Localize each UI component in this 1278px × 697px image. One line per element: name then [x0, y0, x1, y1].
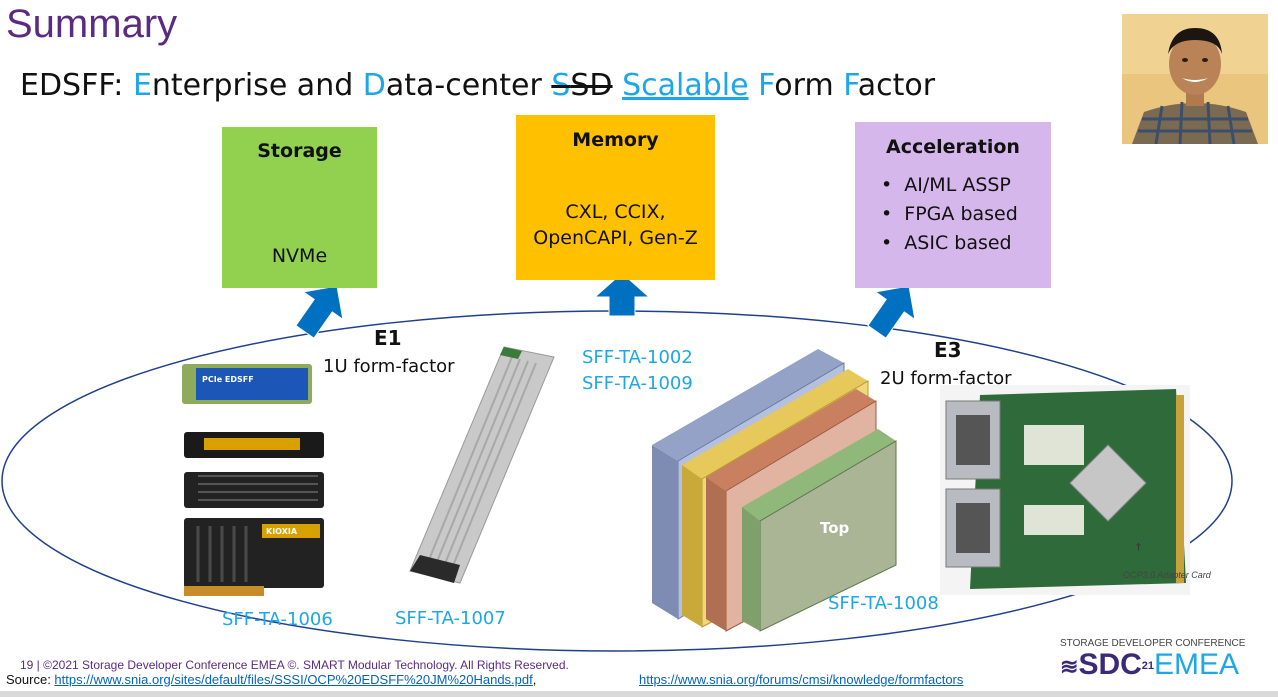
sub-ssd-rest: SD [570, 68, 613, 103]
sdc-year: 21 [1141, 660, 1155, 673]
ocp-adapter-card-image: † [940, 385, 1190, 595]
acceleration-item: • ASIC based [881, 232, 1012, 254]
top-label: Top [820, 519, 850, 537]
sff-ta-1002-label: SFF-TA-1002 [582, 347, 693, 368]
slide-title: Summary [6, 2, 178, 46]
acceleration-list: • AI/ML ASSP • FPGA based • ASIC based [855, 171, 1051, 258]
e3-drive-stack-image: Top [652, 349, 897, 632]
sub-part-1: EDSFF: [20, 68, 133, 103]
e1-drives-image: PCIe EDSFF KIOXIA [182, 364, 324, 596]
acceleration-box: Acceleration • AI/ML ASSP • FPGA based •… [855, 122, 1051, 288]
source-line: Source: https://www.snia.org/sites/defau… [6, 672, 536, 687]
sub-part-2: nterprise and [151, 68, 363, 103]
acceleration-item: • AI/ML ASSP [881, 174, 1011, 196]
e1-form-factor: 1U form-factor [323, 356, 455, 377]
sub-ssd-s: S [551, 68, 571, 103]
memory-box: Memory CXL, CCIX, OpenCAPI, Gen-Z [516, 115, 715, 280]
sff-ta-1006-label: SFF-TA-1006 [222, 609, 333, 630]
source-comma: , [532, 672, 537, 687]
speaker-photo [1122, 14, 1268, 144]
pcie-edsff-label: PCIe EDSFF [202, 375, 254, 384]
memory-line-2: OpenCAPI, Gen-Z [533, 227, 698, 249]
sff-ta-1009-label: SFF-TA-1009 [582, 373, 693, 394]
e3-form-factor: 2U form-factor [880, 368, 1012, 389]
storage-title: Storage [257, 140, 342, 162]
sub-letter-f1: F [758, 68, 775, 103]
sub-part-3: ata-center [385, 68, 552, 103]
sub-part-7: actor [857, 68, 936, 103]
source-link-formfactors[interactable]: https://www.snia.org/forums/cmsi/knowled… [639, 672, 964, 687]
dagger-mark: † [1136, 542, 1141, 553]
bottom-bar [0, 691, 1278, 697]
emea-text: EMEA [1154, 648, 1240, 681]
sub-letter-e: E [132, 68, 152, 103]
e1-label: E1 [374, 326, 402, 350]
sff-ta-1007-label: SFF-TA-1007 [395, 608, 506, 629]
source-label: Source: [6, 672, 55, 687]
e1-long-ruler-image [409, 346, 555, 584]
arrow-acceleration [867, 285, 916, 339]
memory-line-1: CXL, CCIX, [565, 201, 666, 223]
storage-body: NVMe [271, 245, 328, 267]
edsff-definition: EDSFF: Enterprise and Data-center SSD Sc… [20, 68, 935, 103]
kioxia-label: KIOXIA [266, 527, 298, 536]
ocp-caption: OCP3.0 Adapter Card [1123, 570, 1211, 580]
sdc-text: SDC [1078, 648, 1142, 681]
stack-icon: ≋ [1060, 654, 1079, 679]
e3-label: E3 [934, 338, 962, 362]
arrow-storage [295, 285, 344, 339]
sub-part-6: orm [774, 68, 844, 103]
copyright-footer: 19 | ©2021 Storage Developer Conference … [20, 658, 569, 672]
source-line-2: https://www.snia.org/forums/cmsi/knowled… [639, 672, 963, 687]
sub-scalable: Scalable [622, 68, 749, 103]
sdc-emea-logo: ≋SDC21EMEA [1060, 648, 1239, 682]
acceleration-title: Acceleration [886, 136, 1020, 158]
source-link-edsff-pdf[interactable]: https://www.snia.org/sites/default/files… [54, 672, 533, 687]
conference-name: STORAGE DEVELOPER CONFERENCE [1060, 638, 1246, 649]
sub-letter-f2: F [843, 68, 858, 103]
arrow-memory [593, 272, 651, 317]
memory-title: Memory [572, 129, 659, 151]
sff-ta-1008-label: SFF-TA-1008 [828, 593, 939, 614]
sub-letter-d: D [362, 68, 386, 103]
storage-box: Storage NVMe [222, 127, 377, 288]
acceleration-item: • FPGA based [881, 203, 1018, 225]
